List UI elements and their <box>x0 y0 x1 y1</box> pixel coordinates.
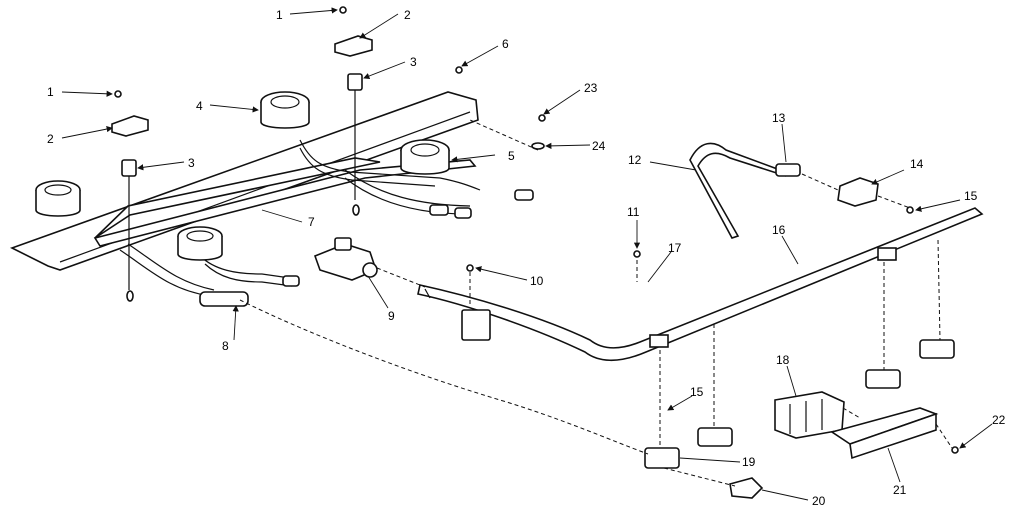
callout-3-upper: 3 <box>410 55 417 69</box>
callout-7: 7 <box>308 215 315 229</box>
burner-valves <box>697 339 955 447</box>
callout-8: 8 <box>222 339 229 353</box>
callout-1-upper: 1 <box>276 8 283 22</box>
callout-10: 10 <box>530 274 544 288</box>
callout-13: 13 <box>772 111 786 125</box>
callout-20: 20 <box>812 494 826 508</box>
gas-manifold-pipe <box>417 207 984 362</box>
callout-21: 21 <box>893 483 907 497</box>
burner-rear-right <box>400 139 450 175</box>
valve-body <box>644 447 680 469</box>
bracket-upper <box>334 35 373 57</box>
callout-leaders <box>61 7 993 501</box>
callout-6: 6 <box>502 37 509 51</box>
callout-22: 22 <box>992 413 1006 427</box>
tube-end-fittings <box>199 189 534 307</box>
valve-knob <box>729 477 764 499</box>
bracket-left <box>111 115 149 137</box>
burner-front-left <box>35 180 81 217</box>
spacer-upper <box>347 73 363 216</box>
callout-17: 17 <box>668 241 682 255</box>
burner-front-right <box>177 226 223 261</box>
valve-switch <box>837 177 879 207</box>
callout-11: 11 <box>627 205 640 219</box>
assembly-dashed-lines <box>239 119 953 487</box>
callout-19: 19 <box>742 455 756 469</box>
callout-4: 4 <box>196 99 203 113</box>
callout-2-upper: 2 <box>404 8 411 22</box>
callout-2-left: 2 <box>47 132 54 146</box>
callout-12: 12 <box>628 153 642 167</box>
callout-24: 24 <box>592 139 606 153</box>
callout-16: 16 <box>772 223 786 237</box>
callout-15-right: 15 <box>964 189 978 203</box>
callout-9: 9 <box>388 309 395 323</box>
module-bracket <box>830 407 939 460</box>
callout-3-left: 3 <box>188 156 195 170</box>
callout-1-left: 1 <box>47 85 54 99</box>
callout-15-lower: 15 <box>690 385 704 399</box>
spacer-left <box>121 159 137 302</box>
callout-5: 5 <box>508 149 515 163</box>
thermostat-capillary <box>689 142 801 239</box>
burner-rear-left <box>260 91 310 129</box>
screws <box>114 6 959 454</box>
callout-23: 23 <box>584 81 598 95</box>
callout-14: 14 <box>910 157 924 171</box>
washer <box>531 142 545 150</box>
pressure-regulator <box>313 237 378 281</box>
callout-18: 18 <box>776 353 790 367</box>
